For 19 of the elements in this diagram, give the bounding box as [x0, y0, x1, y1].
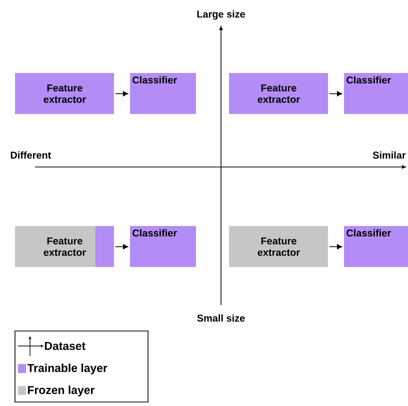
feature-extractor-box: Feature extractor — [229, 73, 328, 114]
arrow — [115, 244, 128, 250]
legend-text: Frozen layer — [28, 386, 94, 396]
feature-extractor-box: Feature extractor — [15, 226, 114, 267]
arrow — [329, 91, 342, 96]
legend-text: Dataset — [44, 342, 86, 350]
axis-label: Different — [10, 151, 52, 159]
arrow — [329, 244, 342, 250]
legend-text: Trainable layer — [27, 364, 108, 374]
axis-label: Small size — [197, 314, 245, 322]
arrow — [115, 91, 128, 96]
classifier-box: Classifier — [130, 226, 196, 267]
feature-extractor-box: Feature extractor — [15, 73, 114, 114]
classifier-box: Classifier — [344, 226, 408, 267]
classifier-box: Classifier — [130, 73, 196, 114]
axis-label: Large size — [197, 10, 246, 20]
classifier-box: Classifier — [344, 73, 408, 114]
axis-label: Similar — [372, 151, 406, 159]
feature-extractor-box: Feature extractor — [229, 226, 328, 267]
